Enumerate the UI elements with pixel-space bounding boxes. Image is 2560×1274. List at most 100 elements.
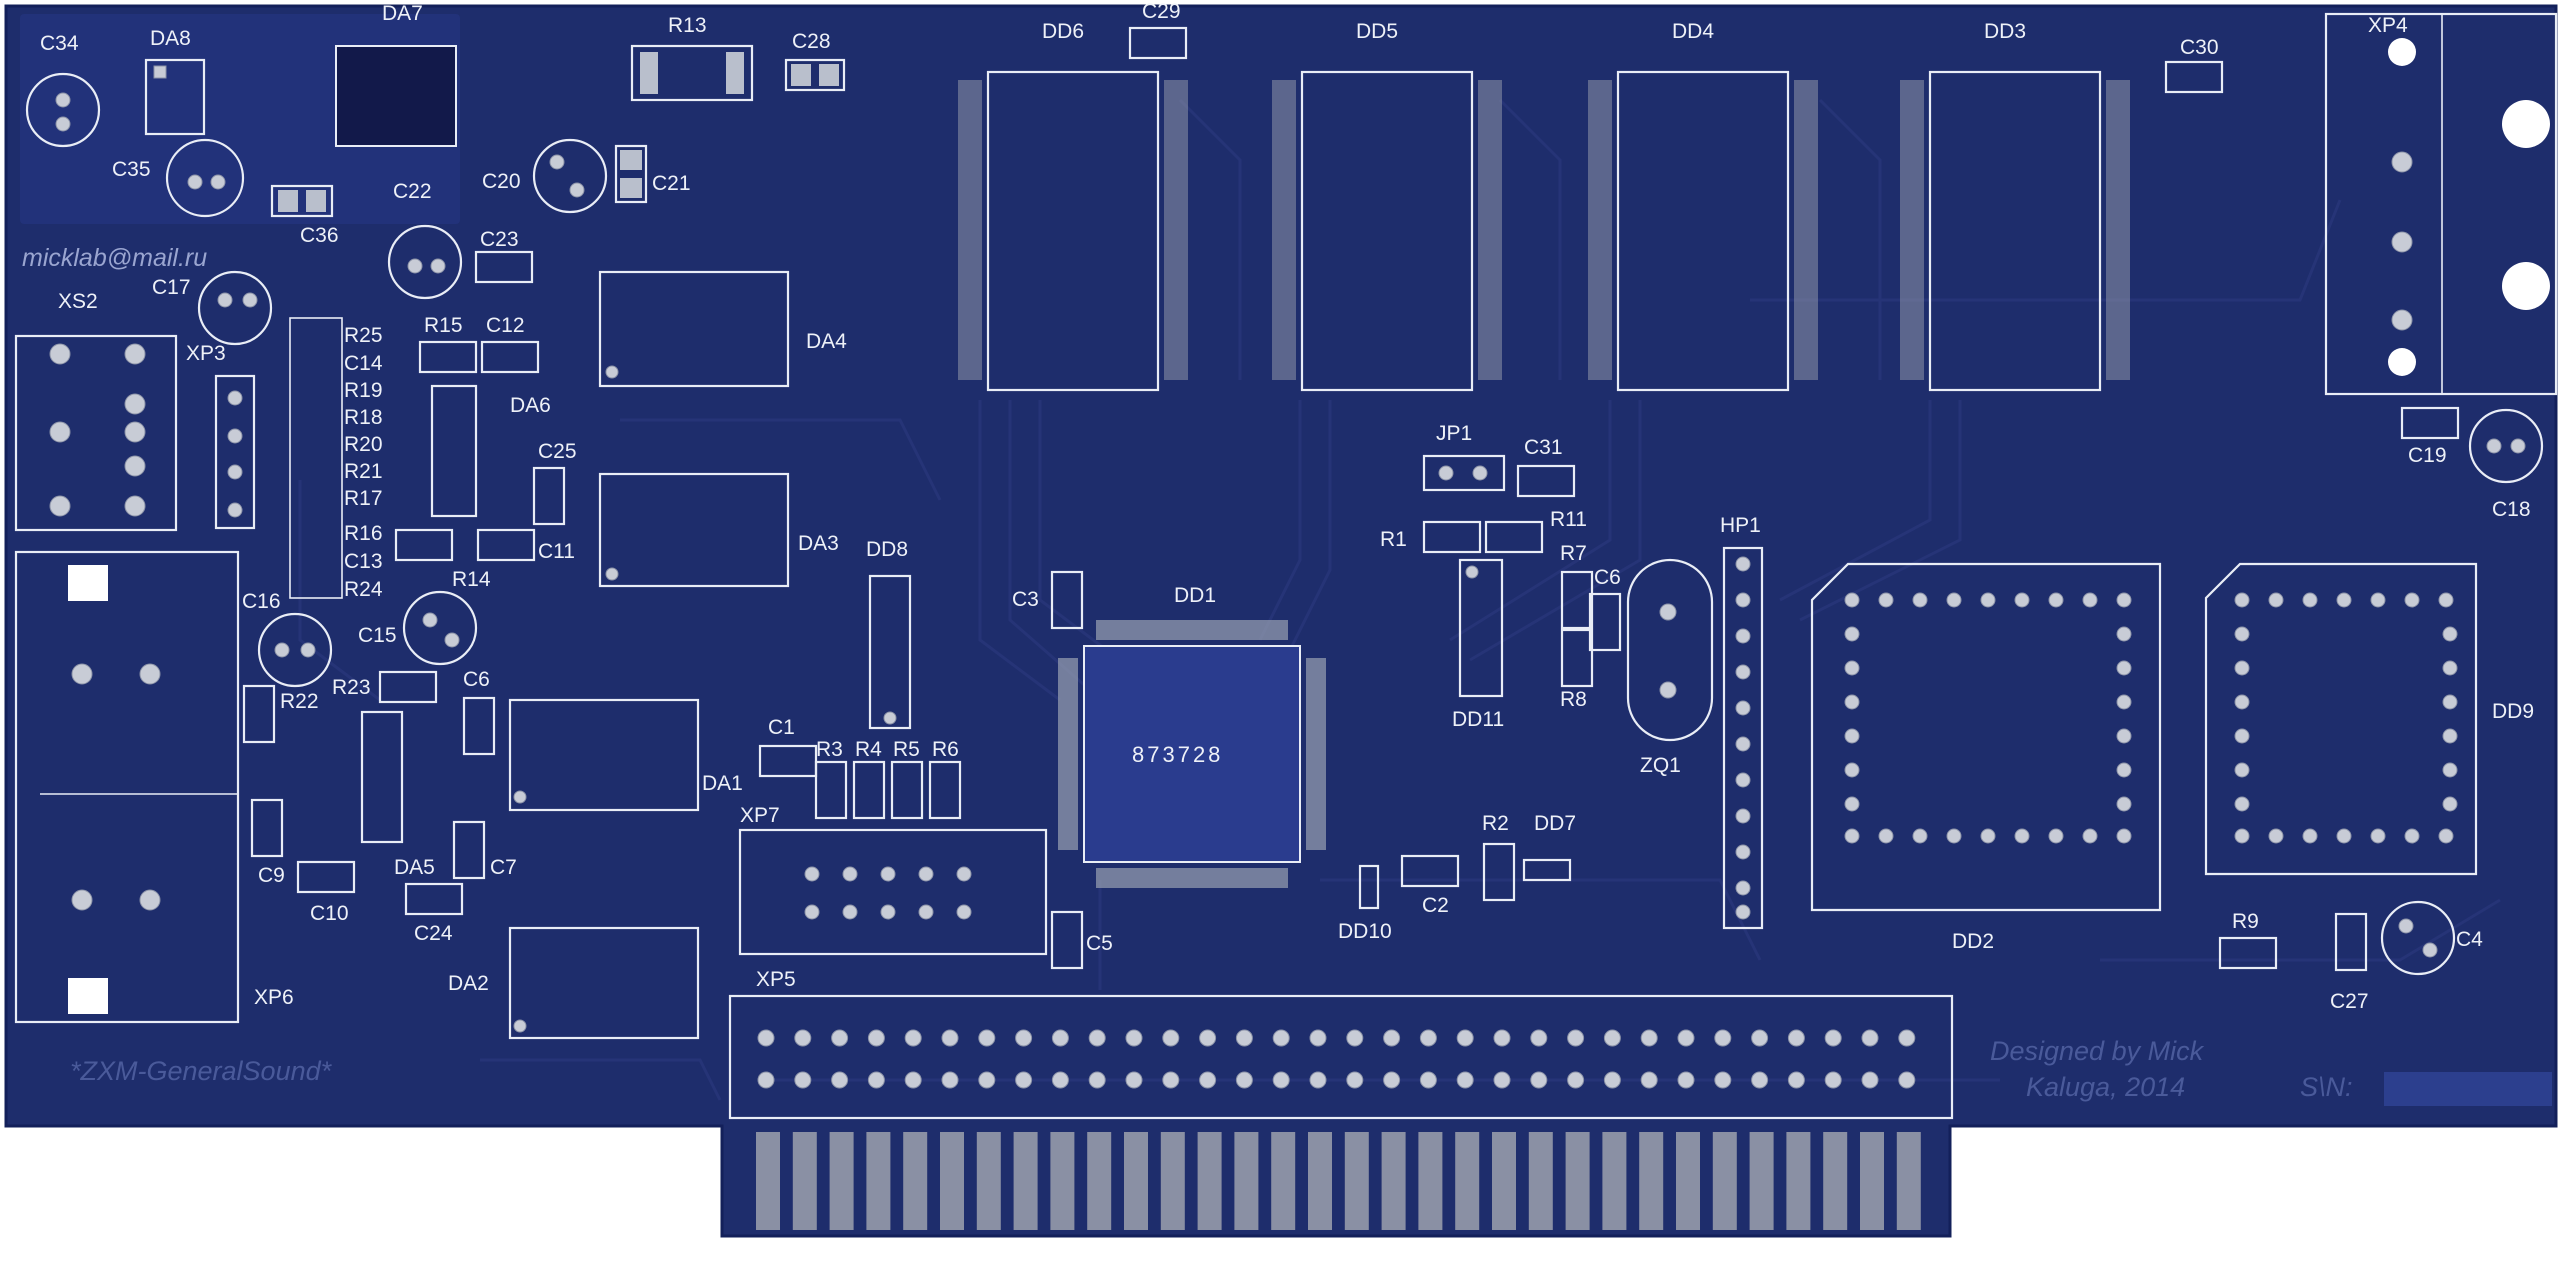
svg-text:R3: R3 bbox=[816, 738, 843, 761]
svg-text:C1: C1 bbox=[768, 716, 795, 739]
svg-text:C12: C12 bbox=[486, 314, 525, 337]
svg-text:DD5: DD5 bbox=[1356, 20, 1398, 43]
svg-text:DA4: DA4 bbox=[806, 330, 847, 353]
ic-dd4 bbox=[1588, 70, 1818, 392]
svg-text:R23: R23 bbox=[332, 676, 371, 699]
ic-da5 bbox=[360, 710, 404, 844]
svg-text:C18: C18 bbox=[2492, 498, 2531, 521]
svg-text:DA2: DA2 bbox=[448, 972, 489, 995]
svg-text:R9: R9 bbox=[2232, 910, 2259, 933]
svg-text:DA3: DA3 bbox=[798, 532, 839, 555]
connector-xp5 bbox=[728, 994, 1954, 1120]
svg-text:DD3: DD3 bbox=[1984, 20, 2026, 43]
ic-da4 bbox=[598, 270, 790, 388]
svg-text:DA6: DA6 bbox=[510, 394, 551, 417]
ic-da1 bbox=[508, 698, 700, 812]
svg-text:R4: R4 bbox=[855, 738, 882, 761]
svg-text:C4: C4 bbox=[2456, 928, 2483, 951]
svg-text:R20: R20 bbox=[344, 433, 383, 456]
label-r13: R13 bbox=[668, 14, 707, 37]
regulator-da7 bbox=[335, 45, 457, 147]
plcc-socket-dd2 bbox=[1810, 562, 2162, 912]
serial-label-marking: S\N: bbox=[2300, 1072, 2353, 1102]
label-c28: C28 bbox=[792, 30, 831, 53]
header-xp7 bbox=[738, 828, 1048, 956]
svg-text:R14: R14 bbox=[452, 568, 491, 591]
svg-text:DD8: DD8 bbox=[866, 538, 908, 561]
label-c20: C20 bbox=[482, 170, 521, 193]
svg-text:C13: C13 bbox=[344, 550, 383, 573]
label-xs2: XS2 bbox=[58, 290, 98, 313]
jumper-jp1 bbox=[1422, 454, 1506, 492]
svg-text:R15: R15 bbox=[424, 314, 463, 337]
label-c23: C23 bbox=[480, 228, 519, 251]
label-c22: C22 bbox=[393, 180, 432, 203]
svg-text:C11: C11 bbox=[538, 540, 575, 563]
svg-text:DD9: DD9 bbox=[2492, 700, 2534, 723]
ic-dd6 bbox=[958, 70, 1188, 392]
svg-text:XP4: XP4 bbox=[2368, 14, 2408, 37]
svg-text:JP1: JP1 bbox=[1436, 422, 1472, 445]
resistor-r13 bbox=[630, 44, 754, 102]
svg-text:R24: R24 bbox=[344, 578, 383, 601]
resistor-array bbox=[289, 317, 343, 599]
svg-text:R18: R18 bbox=[344, 406, 383, 429]
designer-marking: Designed by Mick bbox=[1990, 1036, 2205, 1066]
svg-text:DD11: DD11 bbox=[1452, 708, 1504, 731]
label-c35: C35 bbox=[112, 158, 151, 181]
label-c17: C17 bbox=[152, 276, 191, 299]
svg-text:XP6: XP6 bbox=[254, 986, 294, 1009]
svg-text:C19: C19 bbox=[2408, 444, 2447, 467]
svg-text:C25: C25 bbox=[538, 440, 577, 463]
svg-text:R16: R16 bbox=[344, 522, 383, 545]
header-hp1 bbox=[1722, 546, 1764, 930]
svg-text:R25: R25 bbox=[344, 324, 383, 347]
svg-text:C29: C29 bbox=[1142, 0, 1181, 23]
svg-text:C30: C30 bbox=[2180, 36, 2219, 59]
ic-da3 bbox=[598, 472, 790, 588]
label-da8: DA8 bbox=[150, 27, 191, 50]
svg-text:R21: R21 bbox=[344, 460, 383, 483]
svg-text:XP5: XP5 bbox=[756, 968, 796, 991]
svg-text:R22: R22 bbox=[280, 690, 319, 713]
svg-text:C2: C2 bbox=[1422, 894, 1449, 917]
edge-connector-fingers bbox=[756, 1132, 1921, 1230]
ic-da2 bbox=[508, 926, 700, 1040]
connector-xp4 bbox=[2324, 12, 2558, 396]
svg-text:HP1: HP1 bbox=[1720, 514, 1761, 537]
svg-text:C6: C6 bbox=[1594, 566, 1621, 589]
svg-text:C10: C10 bbox=[310, 902, 349, 925]
svg-text:DD4: DD4 bbox=[1672, 20, 1714, 43]
svg-text:R5: R5 bbox=[893, 738, 920, 761]
qfp-chip-dd1: 873728 bbox=[1058, 620, 1326, 888]
svg-text:DD2: DD2 bbox=[1952, 930, 1994, 953]
svg-text:C5: C5 bbox=[1086, 932, 1113, 955]
ic-da6 bbox=[430, 384, 478, 518]
svg-text:R17: R17 bbox=[344, 487, 383, 510]
ic-dd11 bbox=[1458, 558, 1504, 698]
svg-text:XP7: XP7 bbox=[740, 804, 780, 827]
ic-dd8 bbox=[868, 574, 912, 730]
label-c21: C21 bbox=[652, 172, 691, 195]
ic-dd3 bbox=[1900, 70, 2130, 392]
svg-text:C3: C3 bbox=[1012, 588, 1039, 611]
svg-text:R19: R19 bbox=[344, 379, 383, 402]
connector-xp6 bbox=[14, 550, 240, 1024]
board-title-marking: *ZXM-GeneralSound* bbox=[70, 1056, 333, 1086]
chip-marking: 873728 bbox=[1132, 742, 1223, 767]
label-c36: C36 bbox=[300, 224, 339, 247]
connector-xs2 bbox=[14, 334, 178, 532]
svg-text:R6: R6 bbox=[932, 738, 959, 761]
svg-text:DD7: DD7 bbox=[1534, 812, 1576, 835]
label-da7: DA7 bbox=[382, 2, 423, 25]
svg-text:C9: C9 bbox=[258, 864, 285, 887]
svg-text:DD1: DD1 bbox=[1174, 584, 1216, 607]
svg-text:ZQ1: ZQ1 bbox=[1640, 754, 1681, 777]
crystal-zq1 bbox=[1626, 558, 1714, 742]
svg-text:R11: R11 bbox=[1550, 508, 1587, 531]
label-c34: C34 bbox=[40, 32, 79, 55]
svg-text:C14: C14 bbox=[344, 352, 383, 375]
svg-text:C27: C27 bbox=[2330, 990, 2369, 1013]
plcc-socket-dd9 bbox=[2204, 562, 2478, 876]
svg-text:R2: R2 bbox=[1482, 812, 1509, 835]
